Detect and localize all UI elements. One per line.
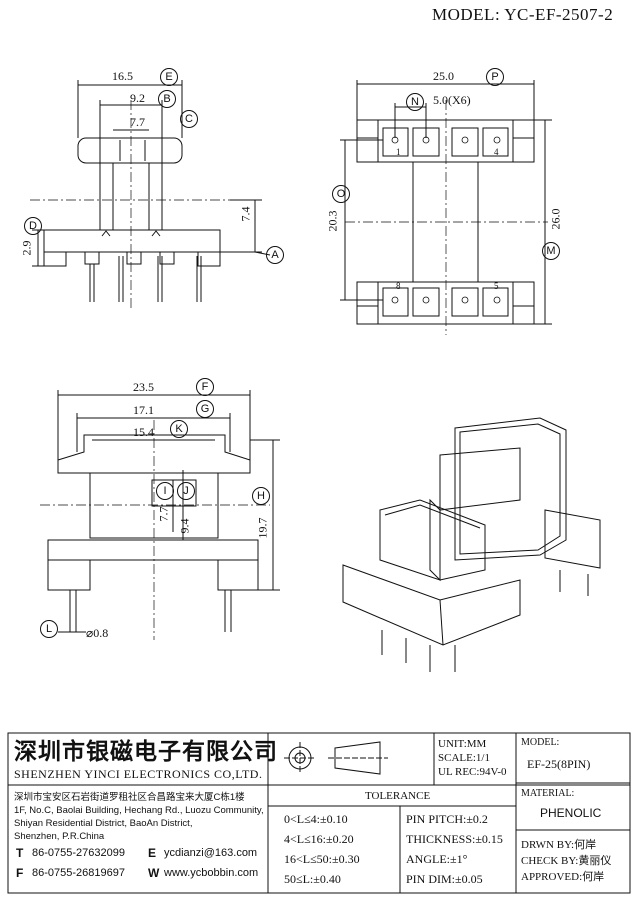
address-line-2: 1F, No.C, Baolai Building, Hechang Rd., … <box>14 805 264 816</box>
pin-5-label: 5 <box>494 281 499 291</box>
fax-label: F <box>16 866 24 880</box>
email-label: E <box>148 846 157 860</box>
top-view <box>340 80 552 335</box>
material-value: PHENOLIC <box>540 806 602 820</box>
tolerance-left-3: 16<L≤50:±0.30 <box>284 852 360 866</box>
model-header: MODEL: YC-EF-2507-2 <box>432 5 614 24</box>
top-lower-rail <box>356 281 535 325</box>
dim-g-value: 17.1 <box>133 403 154 417</box>
dim-m-value: 26.0 <box>548 208 563 230</box>
pin-8-label: 8 <box>396 281 401 291</box>
dim-o-value: 20.3 <box>325 210 340 232</box>
mark-c: C <box>180 110 198 128</box>
dim-c-value: 7.7 <box>130 115 145 129</box>
mark-e: E <box>160 68 178 86</box>
web-label: W <box>148 866 160 880</box>
side-view <box>30 80 271 310</box>
dim-h-value: 19.7 <box>255 517 270 539</box>
mark-k: K <box>170 420 188 438</box>
company-name-cn: 深圳市银磁电子有限公司 <box>14 739 278 764</box>
unit-text: UNIT:MM <box>438 738 487 750</box>
top-upper-rail <box>356 119 535 163</box>
mark-p: P <box>486 68 504 86</box>
mark-b: B <box>158 90 176 108</box>
dim-n-value: 5.0(X6) <box>433 93 471 107</box>
dim-k-value: 15.4 <box>133 425 154 439</box>
model-label: MODEL: <box>521 737 560 748</box>
dim-f-value: 23.5 <box>133 380 154 394</box>
email-value[interactable]: ycdianzi@163.com <box>164 847 258 859</box>
side-base <box>43 229 221 253</box>
dim-p-value: 25.0 <box>433 69 454 83</box>
mark-i: I <box>156 482 174 500</box>
mark-d: D <box>24 217 42 235</box>
address-line-4: Shenzhen, P.R.China <box>14 831 105 842</box>
model-value: EF-25(8PIN) <box>527 757 591 771</box>
side-top-flange <box>77 137 183 164</box>
tolerance-right-3: ANGLE:±1° <box>406 852 468 866</box>
tel-label: T <box>16 846 24 860</box>
address-line-3: Shiyan Residential District, BaoAn Distr… <box>14 818 193 829</box>
mark-n: N <box>406 93 424 111</box>
ul-text: UL REC:94V-0 <box>438 766 507 778</box>
fax-value: 86-0755-26819697 <box>32 867 125 879</box>
address-line-1: 深圳市宝安区石岩街道罗租社区合昌路宝来大厦C栋1楼 <box>14 792 245 803</box>
tolerance-title: TOLERANCE <box>365 790 431 802</box>
tolerance-right-1: PIN PITCH:±0.2 <box>406 812 488 826</box>
tolerance-left-1: 0<L≤4:±0.10 <box>284 812 348 826</box>
mark-f: F <box>196 378 214 396</box>
tel-value: 86-0755-27632099 <box>32 847 125 859</box>
scale-text: SCALE:1/1 <box>438 752 490 764</box>
mark-h: H <box>252 487 270 505</box>
tolerance-left-2: 4<L≤16:±0.20 <box>284 832 354 846</box>
dim-i-value: 7.7 <box>156 506 171 522</box>
isometric-view <box>342 417 601 672</box>
dim-b-value: 9.2 <box>130 91 145 105</box>
mark-l: L <box>40 620 58 638</box>
tolerance-left-4: 50≤L:±0.40 <box>284 872 341 886</box>
pin-1-label: 1 <box>396 147 401 157</box>
front-view <box>40 390 280 640</box>
tolerance-right-2: THICKNESS:±0.15 <box>406 832 503 846</box>
approved-by: APPROVED:何岸 <box>521 871 605 883</box>
dim-e-value: 16.5 <box>112 69 133 83</box>
mark-j: J <box>177 482 195 500</box>
dim-l-value: ⌀0.8 <box>86 626 109 640</box>
title-block <box>7 732 631 894</box>
tolerance-right-4: PIN DIM:±0.05 <box>406 872 483 886</box>
pin-4-label: 4 <box>494 147 499 157</box>
dim-d-value: 2.9 <box>19 240 34 256</box>
material-label: MATERIAL: <box>521 788 575 799</box>
drawn-by: DRWN BY:何岸 <box>521 839 597 851</box>
mark-o: O <box>332 185 350 203</box>
mark-m: M <box>542 242 560 260</box>
check-by: CHECK BY:黄丽仪 <box>521 855 612 867</box>
mark-g: G <box>196 400 214 418</box>
front-base <box>47 539 259 591</box>
dim-j-value: 9.4 <box>177 518 192 534</box>
web-value[interactable]: www.ycbobbin.com <box>164 867 259 879</box>
company-name-en: SHENZHEN YINCI ELECTRONICS CO,LTD. <box>14 767 263 781</box>
dim-a-value: 7.4 <box>238 206 253 222</box>
mark-a: A <box>266 246 284 264</box>
